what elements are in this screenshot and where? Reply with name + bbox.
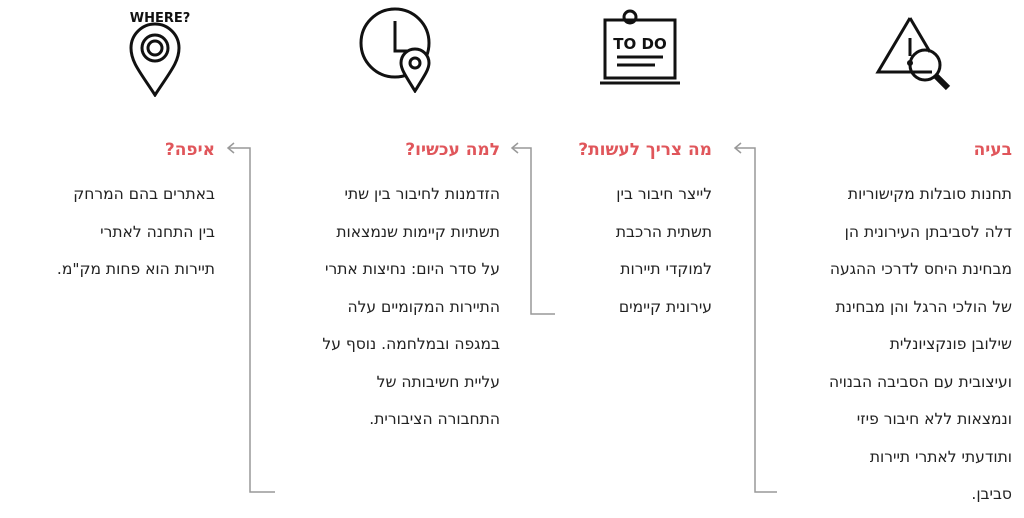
text-line: תחנות סובלות מקישוריות bbox=[847, 185, 1012, 203]
text-line: ותודעתי לאתרי תיירות bbox=[869, 447, 1012, 466]
text-line: עליית חשיבותה של bbox=[376, 372, 500, 391]
text-line: דלה לסביבתן העירונית הן bbox=[844, 222, 1012, 241]
column-title: איפה? bbox=[164, 140, 215, 160]
text-line: עירונית קיימים bbox=[618, 297, 712, 316]
svg-text:WHERE?: WHERE? bbox=[130, 11, 191, 26]
text-line: של הולכי הרגל והן מבחינת bbox=[835, 297, 1012, 316]
text-line: שילובן פונקציונלית bbox=[889, 335, 1012, 353]
text-line: במגפה ובמלחמה. נוסף על bbox=[322, 335, 500, 353]
svg-text:TO DO: TO DO bbox=[613, 35, 666, 53]
text-line: הזדמנות לחיבור בין שתי bbox=[344, 185, 501, 203]
column-title: מה צריך לעשות? bbox=[578, 140, 712, 160]
todo-list-icon: TO DO bbox=[600, 9, 680, 85]
text-line: תשתית הרכבת bbox=[615, 222, 712, 241]
text-line: מבחינת היחס לדרכי ההגעה bbox=[829, 260, 1012, 278]
clock-location-icon bbox=[359, 7, 431, 93]
text-line: על סדר היום: נחיצות אתרי bbox=[325, 260, 500, 278]
text-line: למוקדי תיירות bbox=[620, 260, 712, 278]
text-line: בין התחנה לאתרי bbox=[100, 222, 215, 241]
column-why-now: למה עכשיו? הזדמנות לחיבור בין שתי תשתיות… bbox=[322, 138, 500, 439]
text-line: התחבורה הציבורית. bbox=[369, 410, 500, 428]
text-line: לייצר חיבור בין bbox=[616, 185, 712, 203]
text-line: תשתיות קיימות שנמצאות bbox=[336, 222, 500, 241]
text-line: ונמצאות ללא חיבור פיזי bbox=[856, 410, 1012, 428]
column-where: איפה? באתרים בהם המרחק בין התחנה לאתרי ת… bbox=[57, 138, 215, 289]
column-what-to-do: מה צריך לעשות? לייצר חיבור בין תשתית הרכ… bbox=[578, 138, 712, 326]
text-line: התיירות המקומיים עלה bbox=[347, 297, 500, 316]
text-line: באתרים בהם המרחק bbox=[73, 185, 215, 203]
text-line: סביבן. bbox=[971, 485, 1012, 503]
warning-search-icon bbox=[875, 17, 951, 91]
where-pin-icon: WHERE? bbox=[129, 11, 191, 97]
column-title: למה עכשיו? bbox=[405, 140, 500, 160]
column-title: בעיה bbox=[973, 140, 1012, 160]
column-problem: בעיה תחנות סובלות מקישוריות דלה לסביבתן … bbox=[829, 138, 1012, 514]
text-line: ועיצובית עם הסביבה הבנויה bbox=[828, 372, 1012, 391]
text-line: תיירות הוא פחות מק"מ. bbox=[56, 260, 215, 278]
